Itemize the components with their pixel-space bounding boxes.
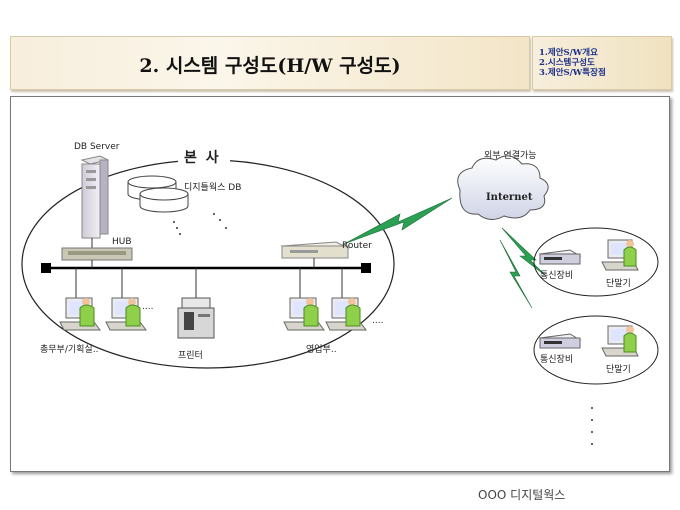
remote1-terminal-label: 단말기 [606, 279, 631, 289]
db-server-label: DB Server [74, 142, 120, 152]
workstation-icon [59, 297, 101, 331]
workstation-icon [283, 297, 325, 331]
db-label: 디지틀웍스 DB [184, 183, 242, 193]
toc-item-3[interactable]: 3.제안S/W특장점 [539, 68, 606, 78]
printer-icon [177, 297, 215, 339]
comm-device-icon [538, 333, 582, 349]
toc-box: 1.제안S/W개요 2.시스템구성도 3.제안S/W특장점 [532, 36, 672, 90]
router-icon [280, 241, 350, 259]
workstation-icon [325, 297, 367, 331]
remote-site-1 [533, 227, 659, 297]
toc-item-1[interactable]: 1.제안S/W개요 [539, 48, 598, 58]
more-sites-dots [591, 407, 593, 445]
page-title: 2. 시스템 구성도(H/W 구성도) [139, 55, 401, 77]
dept2-label: 영업부.. [306, 345, 337, 355]
comm-device-icon [538, 249, 582, 265]
dots-icon [173, 213, 227, 235]
diagram-panel [10, 96, 670, 472]
internet-cloud-icon [457, 155, 549, 220]
db-server-icon [80, 155, 110, 239]
ellipsis-2: .... [372, 316, 384, 326]
remote-site-2 [533, 315, 659, 385]
remote1-device-label: 통신장비 [540, 271, 574, 281]
hub-label: HUB [112, 237, 132, 247]
ellipsis-1: .... [142, 302, 154, 312]
internet-label: Internet [486, 192, 533, 203]
workstation-icon [105, 297, 147, 331]
title-banner: 2. 시스템 구성도(H/W 구성도) [10, 36, 530, 90]
terminal-icon [601, 239, 639, 271]
footer-company: OOO 디지털웍스 [478, 488, 566, 502]
database-icon [127, 175, 189, 213]
printer-label: 프린터 [178, 351, 203, 361]
terminal-icon [601, 325, 639, 357]
wireless-link-icon [343, 197, 547, 309]
dept1-label: 총무부/기획실.. [40, 345, 99, 355]
router-label: Router [342, 241, 372, 251]
remote2-terminal-label: 단말기 [606, 365, 631, 375]
external-label: 외부 연결가능 [484, 151, 537, 161]
remote2-device-label: 통신장비 [540, 355, 574, 365]
hq-title: 본 사 [184, 150, 221, 166]
hub-icon [61, 247, 133, 261]
toc-item-2[interactable]: 2.시스템구성도 [539, 58, 595, 68]
